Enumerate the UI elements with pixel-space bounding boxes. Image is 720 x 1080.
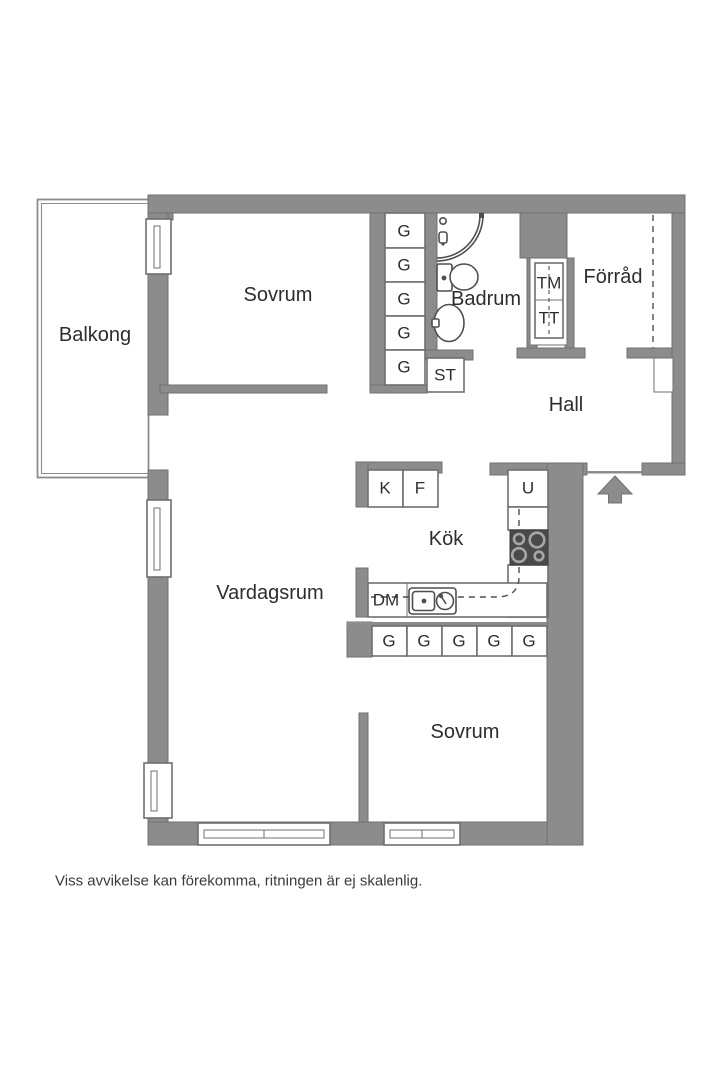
wardrobe-row-top-edge [347, 622, 547, 626]
wall-wardrobe-column-south [369, 384, 428, 394]
wardrobe-label: G [397, 222, 410, 241]
bathroom-fixtures [431, 213, 484, 343]
wardrobe-label: G [417, 632, 430, 651]
tumble-dryer-label: TT [539, 309, 560, 328]
window-living-left [146, 499, 172, 578]
cleaning-closet-box [426, 357, 465, 393]
wall-bathroom-west [424, 212, 438, 359]
window-bottom-living [197, 822, 331, 846]
kitchen-sink-icon [408, 587, 457, 615]
disclaimer-text: Viss avvikelse kan förekomma, ritningen … [55, 873, 422, 890]
dishwasher-label: DM [373, 591, 399, 610]
wall-living-bedroom-divider [358, 712, 369, 823]
label-balcony: Balkong [59, 324, 131, 346]
storage-details [652, 215, 674, 393]
shower-icon [436, 213, 484, 262]
wardrobe-cell [384, 349, 426, 386]
wardrobe-cell [511, 625, 548, 657]
wall-kitchen-west-stub-upper [355, 461, 369, 508]
window-living-left-lower [143, 762, 173, 819]
wardrobe-label: G [397, 358, 410, 377]
wall-right-lower [546, 462, 584, 846]
wardrobe-label: G [382, 632, 395, 651]
wall-kitchen-west-stub-lower [355, 567, 369, 618]
wardrobe-cell [384, 315, 426, 351]
wall-wardrobe-column-west [369, 212, 386, 394]
wall-storage-south [626, 347, 673, 359]
window-bottom-bedroom2 [383, 822, 461, 846]
entrance-arrow-icon [596, 475, 634, 504]
toilet-icon [436, 263, 479, 292]
washing-machine-label: TM [537, 274, 562, 293]
label-storage: Förråd [584, 266, 643, 288]
counter-cell-under-oven [507, 506, 549, 531]
fridge-label: K [379, 479, 391, 498]
label-hall: Hall [549, 394, 583, 416]
cleaning-closet-label: ST [434, 366, 456, 385]
wardrobe-cell [384, 281, 426, 317]
wall-laundry-south [516, 347, 586, 359]
label-bathroom: Badrum [451, 288, 521, 310]
wardrobe-cell [476, 625, 513, 657]
stove-icon [509, 529, 549, 566]
wall-wardrobe-row-west [346, 621, 373, 658]
wardrobe-label: G [522, 632, 535, 651]
wardrobe-label: G [397, 324, 410, 343]
laundry-closet: TM TT [529, 257, 568, 346]
room-labels: Balkong Sovrum Badrum Förråd Hall Kök Va… [59, 266, 643, 743]
wardrobe-label: G [487, 632, 500, 651]
windows [143, 218, 461, 846]
wall-top [147, 194, 686, 214]
label-kitchen: Kök [429, 528, 464, 550]
balcony-inner-line [40, 202, 148, 475]
freezer-cell [402, 469, 439, 508]
wardrobe-cell [384, 247, 426, 283]
label-bedroom-top: Sovrum [244, 284, 313, 306]
wardrobe-cell [371, 625, 408, 657]
freezer-label: F [415, 479, 425, 498]
wardrobe-column: G G G G G [384, 212, 426, 386]
wall-above-laundry [519, 212, 568, 259]
bathroom-sink-icon [431, 303, 465, 343]
oven-label: U [522, 479, 534, 498]
wall-entry-corner [641, 462, 686, 476]
wardrobe-label: G [397, 256, 410, 275]
utility-box [653, 357, 674, 393]
oven-cell [507, 469, 549, 508]
overhead-cabinet-line [371, 567, 520, 598]
cleaning-closet: ST [426, 357, 465, 393]
counter-row [367, 582, 548, 618]
wardrobe-label: G [452, 632, 465, 651]
kitchen-cabinets: K F U DM [367, 469, 549, 618]
label-living-room: Vardagsrum [216, 582, 323, 604]
wall-bedroom1-south [159, 384, 328, 394]
wall-right-upper [671, 212, 686, 464]
entry-threshold-line [587, 471, 642, 474]
label-bedroom-bottom: Sovrum [431, 721, 500, 743]
wardrobe-row: G G G G G [371, 625, 548, 657]
wardrobe-label: G [397, 290, 410, 309]
window-bedroom1 [145, 218, 172, 275]
